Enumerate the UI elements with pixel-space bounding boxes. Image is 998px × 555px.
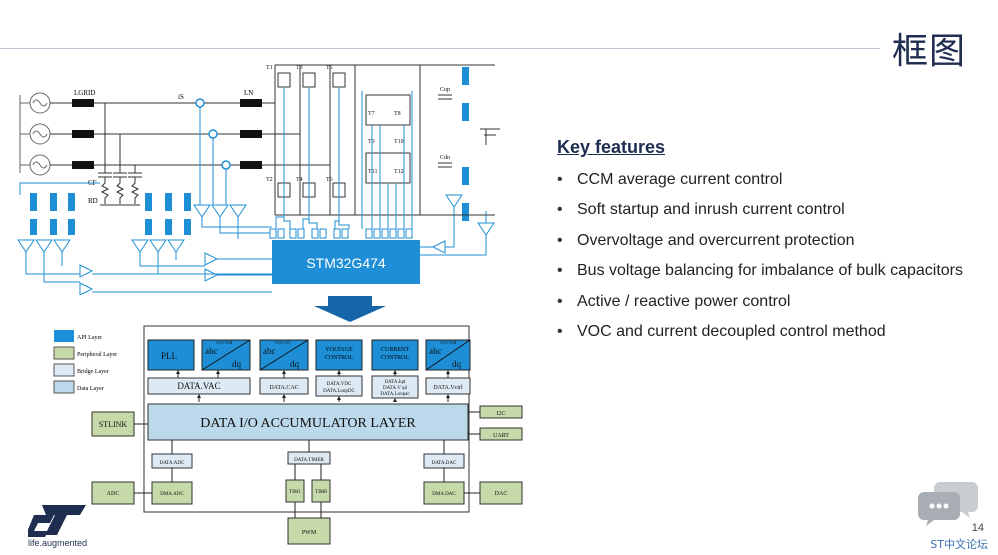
voltage-control-label: VOLTAGE CONTROL <box>324 347 354 361</box>
legend-bridge: Bridge Layer <box>77 369 109 375</box>
feature-item: Active / reactive power control <box>557 292 963 322</box>
mcu-label: STM32G474 <box>306 255 386 271</box>
data-vac-label: DATA.VAC <box>177 381 220 391</box>
ac-source-2 <box>29 123 51 145</box>
label-t12: T12 <box>394 169 404 175</box>
label-t5: T5 <box>326 65 333 71</box>
chat-bubble-icon <box>918 482 978 526</box>
boost-inductor <box>240 161 262 169</box>
logo-tagline: life.augmented <box>28 538 88 548</box>
i2c-label: I2C <box>497 411 506 417</box>
slide-title: 框图 <box>891 31 966 72</box>
accumulator-label: DATA I/O ACCUMULATOR LAYER <box>200 416 416 431</box>
ac-source-1 <box>29 92 51 114</box>
pwm-label: PWM <box>302 530 317 536</box>
data-adc-label: DATA.ADC <box>160 461 185 466</box>
tim1-label: TIM1 <box>289 490 301 495</box>
legend-swatch-api <box>54 330 74 342</box>
data-vctrl-label: DATA.Vctrl <box>433 385 463 391</box>
voltage-control-block <box>315 339 363 371</box>
feature-item: Overvoltage and overcurrent protection <box>557 231 963 261</box>
data-dac-label: DATA.DAC <box>432 461 457 466</box>
accumulator-layer <box>147 403 469 441</box>
grid-inductor <box>72 161 94 169</box>
label-t8: T8 <box>394 111 401 117</box>
label-t11: T11 <box>368 169 377 175</box>
legend-peripheral: Peripheral Layer <box>77 352 117 358</box>
current-control-label: CURRENT CONTROL <box>380 347 410 361</box>
abc-label-2: abc <box>263 346 276 356</box>
pll-label: PLL <box>161 351 177 361</box>
dma-adc-label: DMA.ADC <box>160 492 184 497</box>
transform-top-2: VOCCNT <box>274 340 291 345</box>
label-t3: T3 <box>296 65 303 71</box>
page-number: 14 <box>971 522 984 534</box>
architecture-diagram: API Layer Peripheral Layer Bridge Layer … <box>53 325 523 545</box>
label-lgrid: LGRID <box>74 89 95 97</box>
grid-inductor <box>72 130 94 138</box>
flow-arrow <box>314 296 386 322</box>
label-t2: T2 <box>266 177 273 183</box>
stlink-block <box>91 411 135 437</box>
current-control-block <box>371 339 419 371</box>
tim8-label: TIM8 <box>315 490 327 495</box>
legend-data: Data Layer <box>77 386 104 392</box>
st-logo <box>28 505 86 537</box>
label-t9: T9 <box>368 139 375 145</box>
transform-top-1: VOCVAR <box>216 340 233 345</box>
ac-source-3 <box>29 154 51 176</box>
uart-label: UART <box>493 433 509 439</box>
dq-label-3: dq <box>452 359 462 369</box>
legend-swatch-bridge <box>53 363 75 377</box>
forum-label: ST中文论坛 <box>930 538 988 551</box>
features-list: CCM average current control Soft startup… <box>557 170 963 352</box>
transform-top-3: VOCVAR <box>440 340 457 345</box>
mcu-block <box>272 240 420 284</box>
feature-item: VOC and current decoupled control method <box>557 322 963 352</box>
boost-inductor <box>240 130 262 138</box>
feature-item: Soft startup and inrush current control <box>557 200 963 230</box>
data-vqd-label: DATA.V qd <box>383 386 407 391</box>
boost-inductor <box>240 99 262 107</box>
legend-api: API Layer <box>77 335 102 341</box>
label-t7: T7 <box>368 111 375 117</box>
grid-inductor <box>72 99 94 107</box>
abc-label-1: abc <box>205 346 218 356</box>
label-t4: T4 <box>296 177 303 183</box>
data-iqd-label: DATA.Iqd <box>385 380 406 385</box>
data-timer-label: DATA.TIMER <box>294 458 324 463</box>
label-t6: T6 <box>326 177 333 183</box>
feature-item: CCM average current control <box>557 170 963 200</box>
dq-label-2: dq <box>290 359 300 369</box>
dq-label-1: dq <box>232 359 242 369</box>
label-ln: LN <box>244 89 253 97</box>
legend-swatch-peripheral <box>53 346 75 360</box>
label-t1: T1 <box>266 65 273 71</box>
data-loopdc-label: DATA.LoopDC <box>323 389 355 394</box>
data-cac-label: DATA.CAC <box>269 385 298 391</box>
dac-label: DAC <box>495 491 508 497</box>
pll-block <box>147 339 195 371</box>
label-cdn: Cdn <box>440 155 450 161</box>
label-is: iS <box>178 93 184 101</box>
stlink-label: STLINK <box>99 420 128 429</box>
label-cup: Cup <box>440 87 450 93</box>
dma-dac-label: DMA.DAC <box>432 492 456 497</box>
feature-item: Bus voltage balancing for imbalance of b… <box>557 261 963 291</box>
data-loopac-label: DATA.Loopac <box>380 392 410 397</box>
label-rd: RD <box>88 197 98 205</box>
data-vdc-label: DATA.VDC <box>327 382 352 387</box>
title-divider <box>0 48 880 49</box>
label-t10: T10 <box>394 139 404 145</box>
features-heading: Key features <box>557 137 666 157</box>
adc-label: ADC <box>107 491 120 497</box>
pwm-block <box>287 517 331 545</box>
circuit-schematic: LGRID LN iS CF RD <box>17 64 500 295</box>
legend-swatch-data <box>53 380 75 394</box>
abc-label-3: abc <box>429 346 442 356</box>
